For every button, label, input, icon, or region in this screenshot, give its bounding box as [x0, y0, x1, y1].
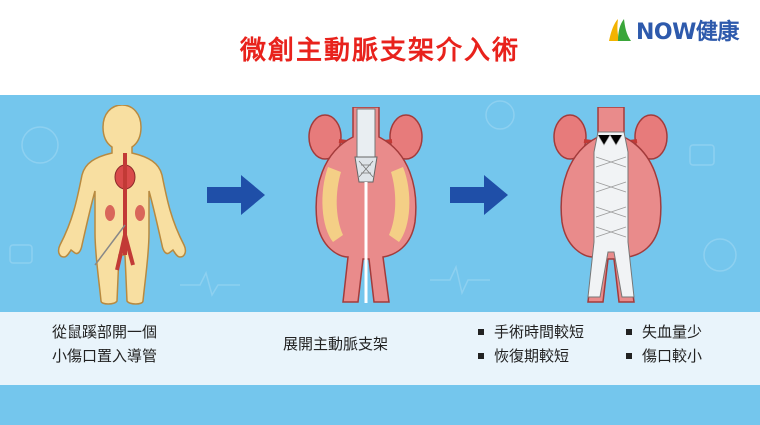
- logo-text: NOW健康: [636, 20, 739, 45]
- arrow-right-icon: [207, 175, 265, 215]
- list-item: 失血量少: [626, 320, 746, 344]
- header: 微創主動脈支架介入術 NOW健康: [0, 0, 760, 95]
- caption-bar: [0, 312, 760, 385]
- bullet-icon: [626, 353, 632, 359]
- bullet-icon: [478, 353, 484, 359]
- bullet-icon: [626, 329, 632, 335]
- benefits-list: 手術時間較短 失血量少 恢復期較短 傷口較小: [478, 320, 748, 368]
- aneurysm-stent-deploy-figure: [308, 107, 423, 303]
- aneurysm-stent-deployed-figure: [553, 107, 668, 303]
- bullet-icon: [478, 329, 484, 335]
- step1-caption: 從鼠蹊部開一個 小傷口置入導管: [52, 320, 202, 368]
- body-with-catheter-figure: [57, 105, 187, 305]
- list-item: 恢復期較短: [478, 344, 626, 368]
- now-logo-icon: [609, 19, 631, 41]
- step1-caption-line1: 從鼠蹊部開一個: [52, 323, 158, 341]
- step2-caption: 展開主動脈支架: [283, 335, 389, 353]
- footer-band: [0, 385, 760, 425]
- list-item: 傷口較小: [626, 344, 746, 368]
- step1-caption-line2: 小傷口置入導管: [52, 347, 158, 365]
- page-title: 微創主動脈支架介入術: [239, 36, 520, 66]
- arrow-right-icon: [450, 175, 508, 215]
- illustration-area: [0, 95, 760, 312]
- list-item: 手術時間較短: [478, 320, 626, 344]
- brand-logo: NOW健康: [606, 14, 739, 46]
